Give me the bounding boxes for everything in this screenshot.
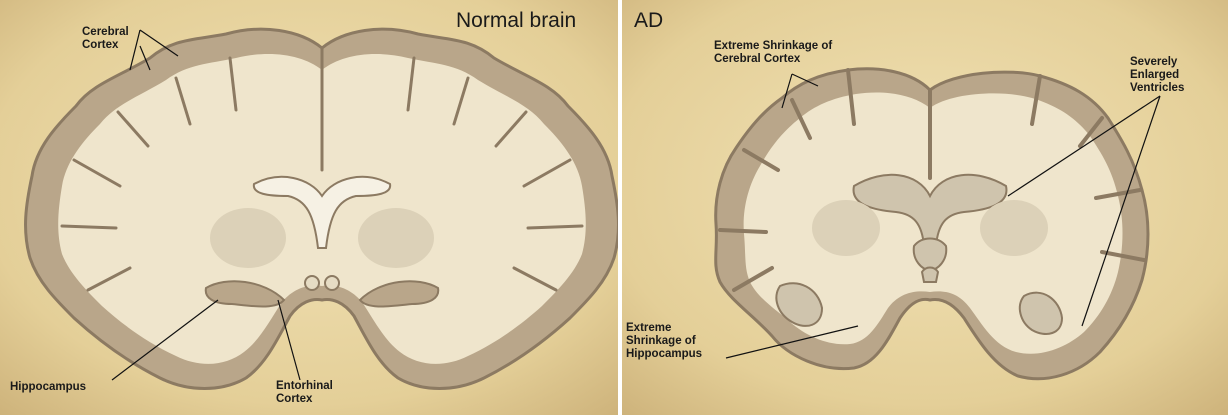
ad-brain-title: AD <box>634 9 663 33</box>
normal-brain-illustration <box>0 0 618 415</box>
normal-brain-panel: Normal brain Cerebral Cortex Hippocampus… <box>0 0 618 415</box>
cerebral-cortex-label: Cerebral Cortex <box>82 26 129 52</box>
enlarged-ventricles-label: Severely Enlarged Ventricles <box>1130 56 1184 95</box>
ad-brain-panel: AD Extreme Shrinkage of Cerebral Cortex … <box>622 0 1228 415</box>
normal-brain-title: Normal brain <box>456 9 576 33</box>
hippocampus-shrinkage-label: Extreme Shrinkage of Hippocampus <box>626 322 702 361</box>
entorhinal-cortex-label: Entorhinal Cortex <box>276 380 333 406</box>
hippocampus-label: Hippocampus <box>10 381 86 394</box>
cortex-shrinkage-label: Extreme Shrinkage of Cerebral Cortex <box>714 40 832 66</box>
